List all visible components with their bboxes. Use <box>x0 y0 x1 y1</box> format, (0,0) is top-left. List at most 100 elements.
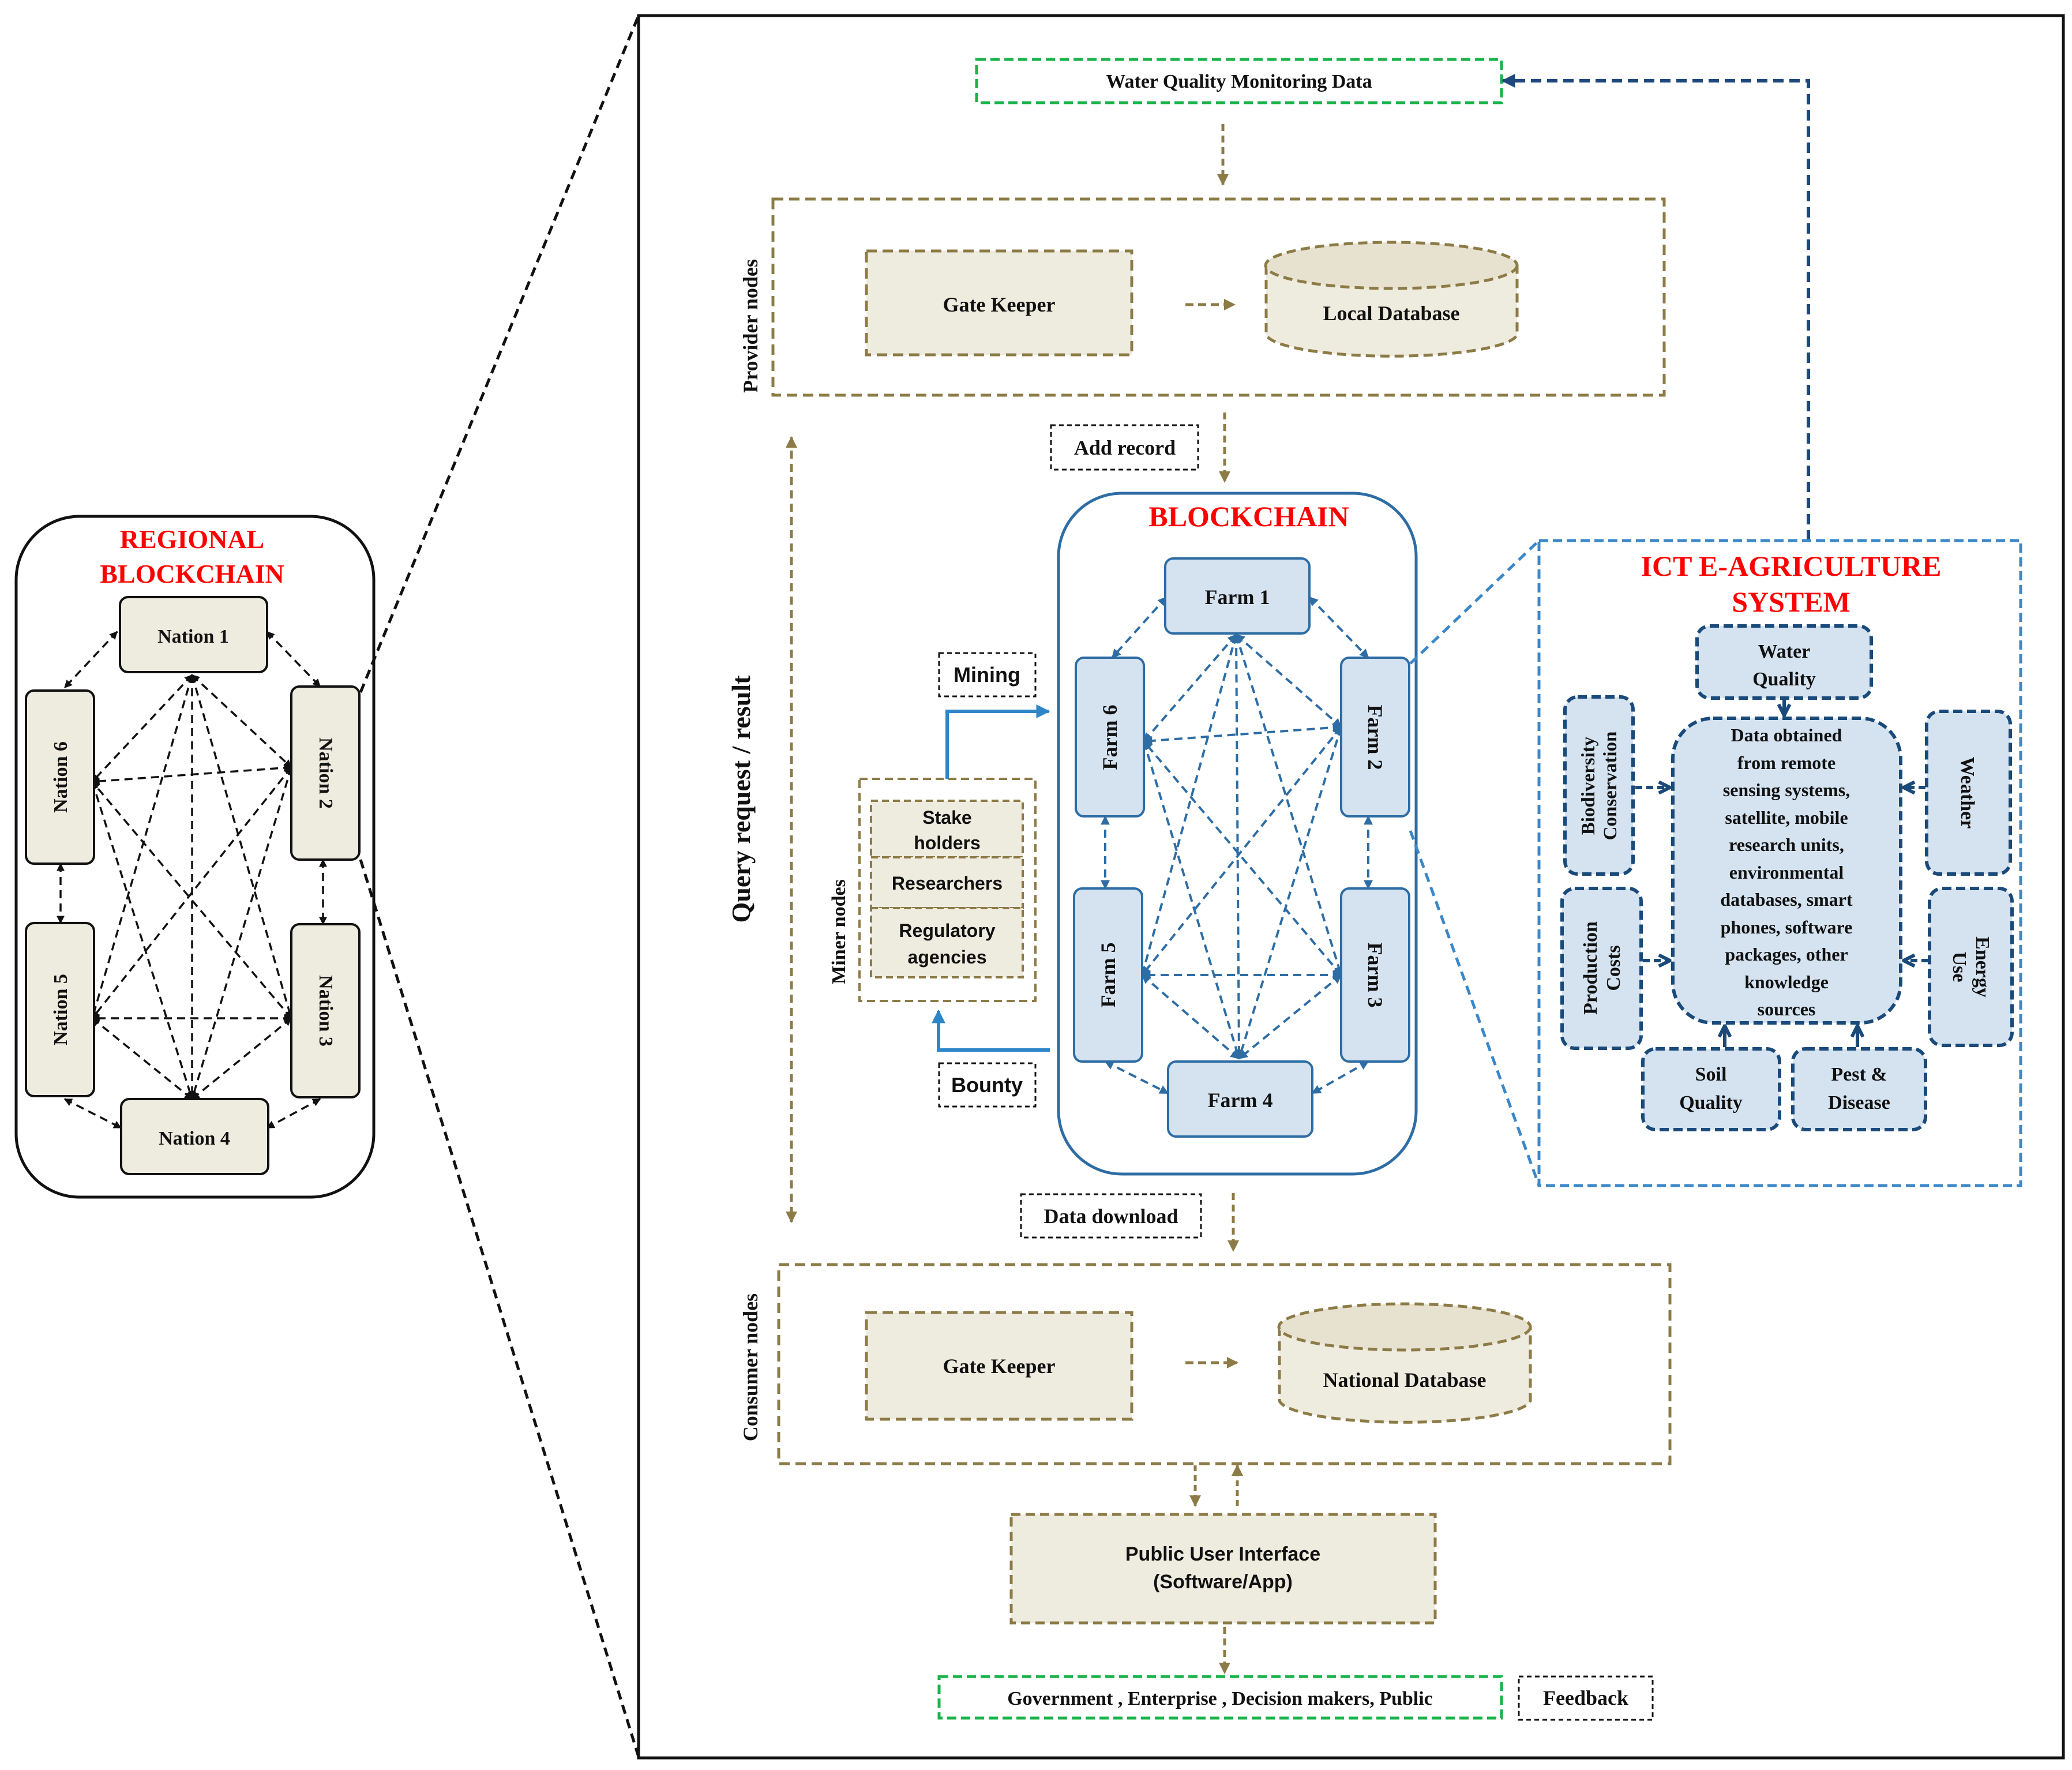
add-record-tag: Add record <box>1050 424 1199 471</box>
ict-title-line1: ICT E-AGRICULTURE <box>1641 550 1942 582</box>
consumer-nodes-label: Consumer nodes <box>739 1293 762 1441</box>
ict-input-arrows <box>1635 699 1928 1047</box>
stakeholders-label-line1: Stake <box>922 807 971 828</box>
farm-4-node: Farm 4 <box>1167 1060 1313 1138</box>
mining-arrow <box>945 704 1050 779</box>
local-database-cylinder: Local Database <box>1264 241 1519 358</box>
svg-text:Energy: Energy <box>1972 936 1993 997</box>
regional-title-line1: REGIONAL <box>120 524 264 554</box>
nation-1-label: Nation 1 <box>157 626 229 647</box>
nation-3-label: Nation 3 <box>315 975 336 1047</box>
svg-text:satellite, mobile: satellite, mobile <box>1725 807 1848 828</box>
nation-5-label: Nation 5 <box>50 974 72 1045</box>
soil-quality-box <box>1641 1047 1781 1131</box>
farm-1-node: Farm 1 <box>1164 557 1311 635</box>
provider-nodes-panel: Provider nodes Gate Keeper Local Databas… <box>739 197 1666 397</box>
water-quality-line2: Quality <box>1752 669 1816 690</box>
ict-title-line2: SYSTEM <box>1732 586 1850 618</box>
farm-2-node: Farm 2 <box>1340 657 1410 817</box>
nation-1-node: Nation 1 <box>119 596 268 673</box>
query-request-label: Query request / result <box>726 675 756 923</box>
farm-4-label: Farm 4 <box>1208 1089 1273 1112</box>
consumer-gate-keeper: Gate Keeper <box>865 1311 1133 1421</box>
water-quality-data-label: Water Quality Monitoring Data <box>1106 71 1372 92</box>
nation-2-node: Nation 2 <box>290 685 361 861</box>
production-costs-box <box>1560 887 1643 1050</box>
farm-2-label: Farm 2 <box>1364 705 1387 770</box>
farm-mesh-links <box>1101 596 1373 1094</box>
stakeholders-label-line2: holders <box>914 832 981 853</box>
blockchain-panel: BLOCKCHAIN Farm 1 <box>1057 492 1418 1176</box>
bounty-tag: Bounty <box>938 1062 1037 1108</box>
svg-text:databases, smart: databases, smart <box>1720 889 1853 910</box>
stakeholders-item: Stake holders <box>870 800 1024 858</box>
svg-text:Biodiversity: Biodiversity <box>1578 736 1599 835</box>
ict-system-panel: ICT E-AGRICULTURE SYSTEM Water Quality B… <box>1537 539 2022 1187</box>
mining-label: Mining <box>954 663 1020 687</box>
consumer-gate-keeper-label: Gate Keeper <box>943 1355 1056 1378</box>
svg-text:Use: Use <box>1949 952 1970 982</box>
consumer-nodes-panel: Consumer nodes Gate Keeper National Data… <box>739 1263 1672 1465</box>
svg-text:packages, other: packages, other <box>1725 944 1848 965</box>
farm-5-node: Farm 5 <box>1073 887 1143 1063</box>
provider-nodes-label: Provider nodes <box>739 259 762 393</box>
farm-5-label: Farm 5 <box>1097 943 1120 1008</box>
audience-box: Government , Enterprise , Decision maker… <box>937 1675 1503 1720</box>
bounty-arrow <box>932 1009 1050 1052</box>
water-quality-box <box>1695 624 1873 700</box>
nation-4-node: Nation 4 <box>120 1098 269 1175</box>
energy-use-label: Energy Use <box>1949 936 1993 997</box>
researchers-label: Researchers <box>892 873 1003 894</box>
miner-nodes-panel: Miner nodes Stake holders Researchers Re… <box>828 778 1037 1002</box>
regional-title-line2: BLOCKCHAIN <box>100 559 284 588</box>
bounty-label: Bounty <box>951 1073 1023 1097</box>
biodiversity-label: Biodiversity Conservation <box>1578 732 1621 841</box>
farm-1-label: Farm 1 <box>1205 586 1270 609</box>
provider-gate-keeper: Gate Keeper <box>865 249 1133 357</box>
svg-text:research units,: research units, <box>1729 834 1844 855</box>
public-ui-line2: (Software/App) <box>1153 1571 1293 1593</box>
soil-quality-line1: Soil <box>1695 1064 1727 1085</box>
farm-3-node: Farm 3 <box>1340 887 1410 1063</box>
water-quality-data-box: Water Quality Monitoring Data <box>975 58 1503 104</box>
data-sources-center <box>1671 717 1902 1025</box>
data-download-label: Data download <box>1043 1205 1178 1228</box>
national-database-label: National Database <box>1323 1368 1486 1392</box>
nation-5-node: Nation 5 <box>25 922 95 1097</box>
weather-label: Weather <box>1957 757 1978 829</box>
regulatory-label-line1: Regulatory <box>899 920 995 941</box>
public-ui-line1: Public User Interface <box>1125 1543 1320 1565</box>
provider-gate-keeper-label: Gate Keeper <box>943 293 1056 316</box>
water-quality-line1: Water <box>1758 641 1811 662</box>
svg-text:knowledge: knowledge <box>1744 972 1829 992</box>
blockchain-title: BLOCKCHAIN <box>1148 500 1349 532</box>
ict-inputs <box>1560 624 2014 1131</box>
data-sources-text: Data obtained from remote sensing system… <box>1720 725 1853 1019</box>
public-user-interface-box: Public User Interface (Software/App) <box>1009 1513 1437 1625</box>
regional-blockchain-panel: REGIONAL BLOCKCHAIN N <box>14 515 376 1199</box>
svg-text:sensing systems,: sensing systems, <box>1723 779 1850 800</box>
svg-text:environmental: environmental <box>1729 862 1844 883</box>
nation-mesh-links <box>57 631 327 1129</box>
nation-6-node: Nation 6 <box>25 689 95 865</box>
svg-text:Costs: Costs <box>1603 945 1624 991</box>
main-frame <box>637 14 2065 1760</box>
feedback-label: Feedback <box>1543 1686 1628 1709</box>
svg-text:Production: Production <box>1580 921 1601 1015</box>
feedback-tag: Feedback <box>1518 1675 1654 1721</box>
soil-quality-line2: Quality <box>1679 1092 1743 1113</box>
energy-use-box <box>1928 887 2014 1047</box>
farm-6-label: Farm 6 <box>1098 705 1121 770</box>
svg-text:Conservation: Conservation <box>1600 732 1621 841</box>
nation-2-label: Nation 2 <box>315 737 336 809</box>
nation-6-label: Nation 6 <box>50 741 72 813</box>
researchers-item: Researchers <box>870 856 1024 909</box>
zoom-lines <box>359 15 640 1757</box>
audience-label: Government , Enterprise , Decision maker… <box>1007 1688 1433 1709</box>
weather-box <box>1925 710 2012 876</box>
ict-zoom-lines <box>1409 539 1541 1186</box>
ict-feedback-arrow <box>1501 74 1810 541</box>
add-record-label: Add record <box>1074 436 1176 459</box>
national-database-cylinder: National Database <box>1277 1302 1532 1424</box>
pest-disease-line1: Pest & <box>1831 1064 1887 1085</box>
